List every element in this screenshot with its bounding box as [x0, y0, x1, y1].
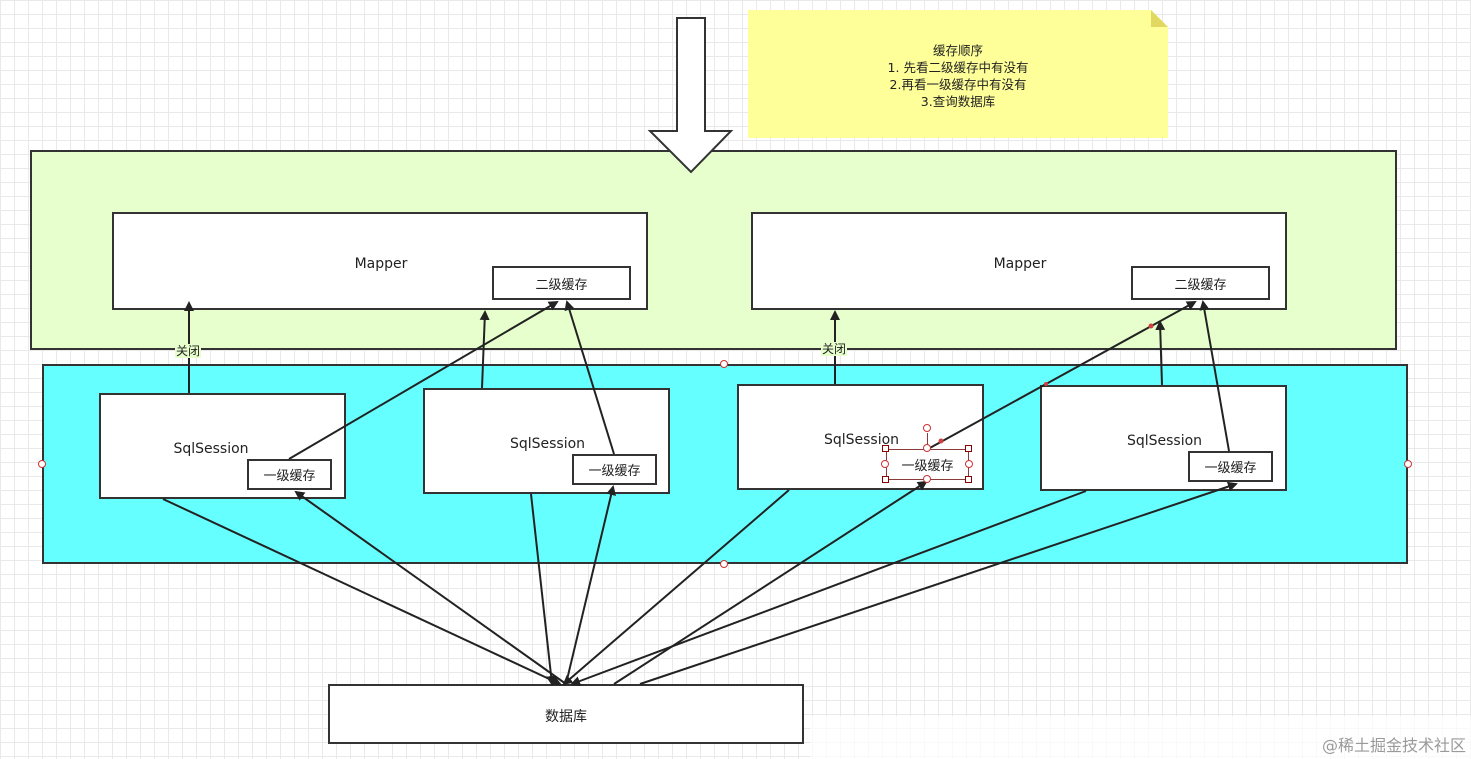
cache4-to-l2-arrow — [1199, 300, 1230, 452]
database-label: 数据库 — [545, 709, 587, 725]
close-label-1: 关闭 — [175, 344, 202, 358]
mapper-label: Mapper — [993, 256, 1047, 272]
resize-handle-n[interactable] — [923, 444, 931, 452]
resize-handle-ne[interactable] — [965, 445, 972, 452]
second-level-cache-1[interactable]: 二级缓存 — [492, 266, 631, 300]
watermark-background — [810, 716, 1471, 759]
resize-handle-nw[interactable] — [882, 445, 889, 452]
db-to-cache3-arrow — [613, 480, 928, 685]
close-label-2: 关闭 — [821, 342, 848, 356]
first-level-cache-4[interactable]: 一级缓存 — [1188, 451, 1273, 482]
cache3-to-l2-arrow — [927, 301, 1197, 450]
session1-to-db-arrow — [162, 498, 562, 686]
session4-to-mapper2-arrow — [1155, 320, 1166, 386]
sqlsession-label: SqlSession — [823, 432, 900, 448]
session2-to-db-arrow — [530, 493, 557, 686]
zone-handle-bottom[interactable] — [720, 560, 728, 568]
rotate-handle-stem — [927, 433, 928, 445]
note-line-2: 2.再看一级缓存中有没有 — [889, 77, 1027, 92]
zone-handle-left[interactable] — [38, 460, 46, 468]
resize-handle-sw[interactable] — [882, 476, 889, 483]
zone-handle-right[interactable] — [1404, 460, 1412, 468]
cache2-to-l2-arrow — [564, 300, 615, 455]
sqlsession-label: SqlSession — [1126, 433, 1203, 449]
note-line-1: 1. 先看二级缓存中有没有 — [887, 60, 1029, 75]
note-line-3: 3.查询数据库 — [920, 94, 996, 109]
watermark-text: @稀土掘金技术社区 — [1321, 736, 1466, 755]
resize-handle-e[interactable] — [965, 460, 973, 468]
cache-order-note[interactable]: 缓存顺序 1. 先看二级缓存中有没有 2.再看一级缓存中有没有 3.查询数据库 — [748, 10, 1168, 138]
session4-to-db-arrow — [570, 490, 1087, 686]
db-to-cache2-arrow — [565, 485, 617, 685]
session2-to-mapper1-arrow — [479, 310, 490, 389]
resize-handle-s[interactable] — [923, 475, 931, 483]
db-to-cache1-arrow — [294, 490, 567, 685]
session3-to-db-arrow — [562, 489, 790, 686]
rotate-handle[interactable] — [923, 424, 931, 432]
cache1-to-l2-arrow — [288, 300, 559, 460]
second-level-cache-2[interactable]: 二级缓存 — [1131, 266, 1270, 300]
sqlsession-label: SqlSession — [173, 441, 249, 457]
mapper-label: Mapper — [354, 256, 408, 272]
sqlsession-label: SqlSession — [509, 436, 586, 452]
resize-handle-w[interactable] — [881, 460, 889, 468]
first-level-cache-2[interactable]: 一级缓存 — [572, 454, 657, 485]
query-entry-arrow — [647, 17, 734, 174]
zone-handle-top[interactable] — [720, 360, 728, 368]
resize-handle-se[interactable] — [965, 476, 972, 483]
first-level-cache-1[interactable]: 一级缓存 — [247, 459, 332, 490]
db-to-cache4-arrow — [639, 481, 1238, 685]
note-title: 缓存顺序 — [932, 43, 983, 58]
